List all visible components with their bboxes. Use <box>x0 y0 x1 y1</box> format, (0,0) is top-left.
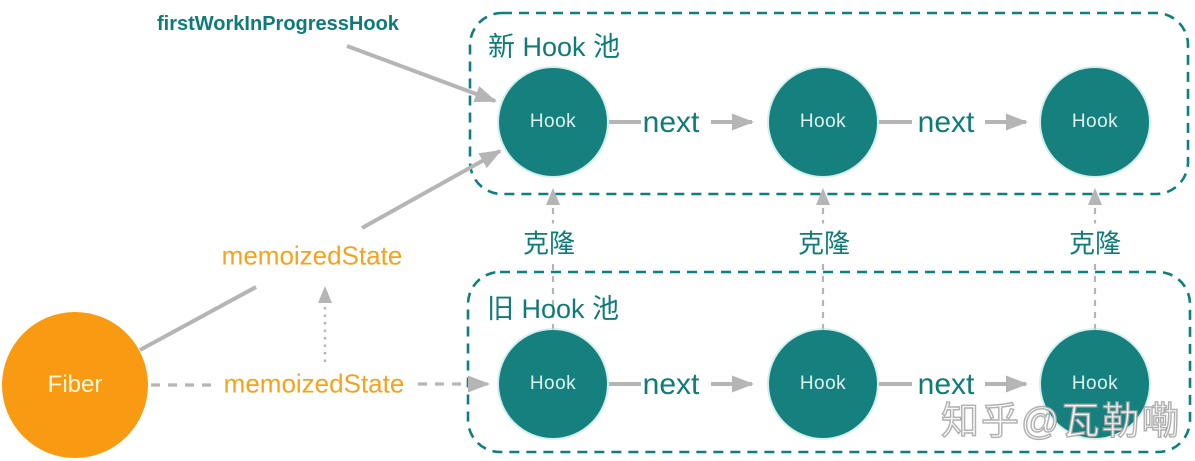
fiber-to-memoized-line <box>139 285 257 352</box>
first-work-in-progress-hook-label: firstWorkInProgressHook <box>157 13 399 35</box>
new-hook-node-2: Hook <box>769 68 877 176</box>
old-hook-node-1-label: Hook <box>529 373 577 394</box>
new-next-label-1: next <box>642 106 700 139</box>
new-hook-node-1: Hook <box>499 68 607 176</box>
old-hook-node-3-label: Hook <box>1071 373 1119 394</box>
clone-label-1: 克隆 <box>518 223 580 261</box>
old-pool-title: 旧 Hook 池 <box>487 294 620 324</box>
old-pool-border <box>466 270 1192 454</box>
new-next-label-2: next <box>917 106 975 139</box>
new-hook-node-3-label: Hook <box>1071 111 1119 132</box>
memoized-to-new-hook-arrow <box>361 149 502 230</box>
new-hook-node-1-label: Hook <box>529 111 577 132</box>
old-hook-node-2: Hook <box>769 330 877 438</box>
first-wip-hook-arrow <box>346 44 497 103</box>
new-pool-title: 新 Hook 池 <box>488 32 621 62</box>
new-hook-node-3: Hook <box>1041 68 1149 176</box>
old-hook-node-3: Hook <box>1041 330 1149 438</box>
old-hook-node-1: Hook <box>499 330 607 438</box>
clone-label-3: 克隆 <box>1064 223 1126 261</box>
memoized-state-current-label: memoizedState <box>221 240 403 271</box>
new-hook-node-2-label: Hook <box>799 111 847 132</box>
clone-label-2: 克隆 <box>793 223 855 261</box>
old-next-label-2: next <box>917 368 975 401</box>
watermark: 知乎@瓦勒嘞 <box>940 400 1182 443</box>
old-next-label-1: next <box>642 368 700 401</box>
fiber-node: Fiber <box>2 312 148 458</box>
fiber-node-label: Fiber <box>47 371 103 398</box>
old-hook-node-2-label: Hook <box>799 373 847 394</box>
memoized-state-old-label: memoizedState <box>223 368 405 399</box>
